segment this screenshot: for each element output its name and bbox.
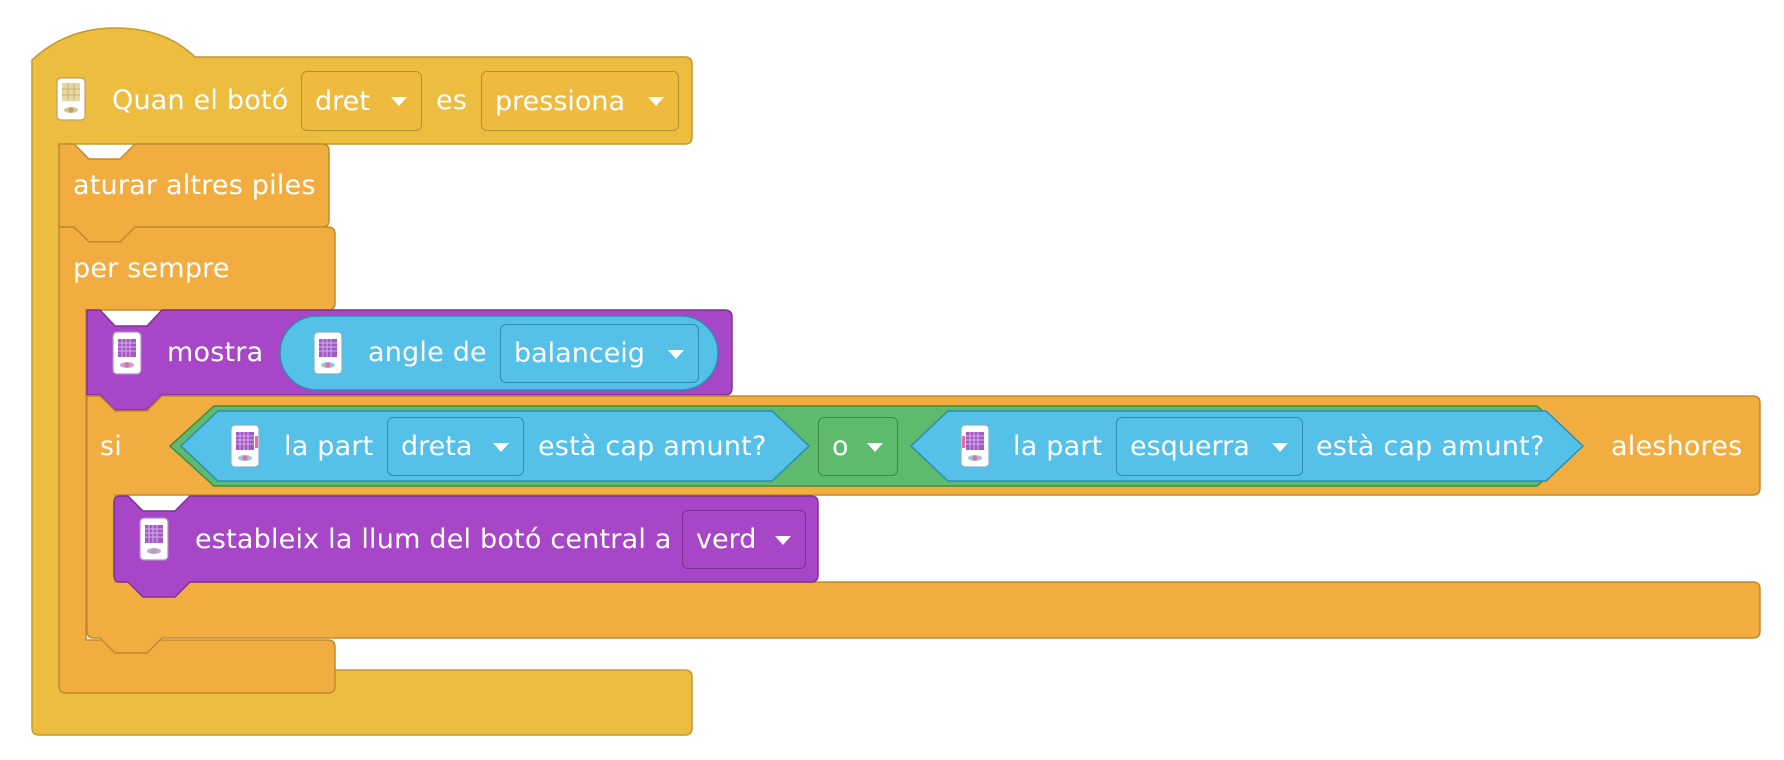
hub-icon (56, 77, 86, 121)
light-color-dropdown[interactable]: verd (682, 510, 806, 569)
axis-dropdown[interactable]: balanceig (500, 324, 699, 383)
chevron-down-icon (648, 97, 664, 106)
display-label: mostra (167, 337, 264, 368)
hub-display-icon (139, 517, 169, 561)
hub-display-icon (313, 331, 343, 375)
right-side-dropdown-value: esquerra (1130, 431, 1250, 462)
chevron-down-icon (1272, 442, 1288, 452)
hat-when-label: Quan el botó (112, 85, 289, 116)
operator-dropdown[interactable]: o (818, 417, 898, 476)
center-light-block[interactable] (113, 495, 819, 598)
then-label: aleshores (1611, 431, 1743, 462)
light-color-dropdown-value: verd (696, 524, 757, 555)
forever-label: per sempre (73, 253, 230, 284)
angle-label: angle de (368, 337, 487, 368)
chevron-down-icon (493, 442, 509, 452)
forever-block[interactable] (58, 226, 336, 694)
left-side-dropdown-value: dreta (401, 431, 473, 462)
left-side-dropdown[interactable]: dreta (387, 417, 524, 476)
axis-dropdown-value: balanceig (514, 338, 645, 369)
center-light-label: estableix la llum del botó central a (195, 524, 672, 555)
hub-tilt-icon (960, 424, 990, 468)
button-dropdown[interactable]: dret (301, 71, 422, 131)
stop-stacks-label: aturar altres piles (73, 170, 316, 201)
hub-tilt-icon (230, 424, 260, 468)
action-dropdown-value: pressiona (495, 85, 626, 117)
right-side-dropdown[interactable]: esquerra (1116, 417, 1303, 476)
chevron-down-icon (775, 535, 791, 545)
chevron-down-icon (668, 349, 684, 359)
left-up-label: està cap amunt? (538, 431, 767, 462)
hat-is-label: es (436, 85, 468, 116)
if-label: si (100, 431, 122, 462)
action-dropdown[interactable]: pressiona (481, 71, 679, 131)
left-part-label: la part (284, 431, 374, 462)
button-dropdown-value: dret (315, 85, 370, 117)
right-part-label: la part (1013, 431, 1103, 462)
right-up-label: està cap amunt? (1316, 431, 1545, 462)
chevron-down-icon (391, 97, 407, 106)
chevron-down-icon (867, 442, 883, 452)
operator-dropdown-value: o (832, 431, 849, 462)
hub-display-icon (112, 331, 142, 375)
